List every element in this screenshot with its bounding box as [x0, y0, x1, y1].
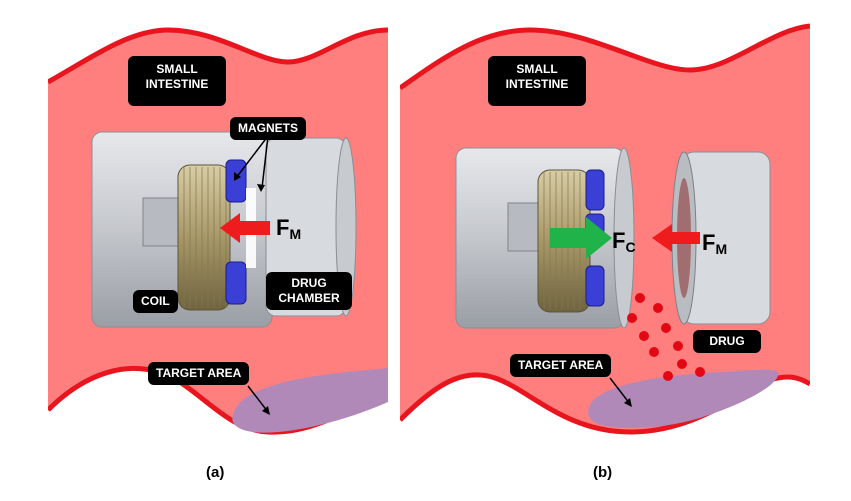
target-area-label-a: TARGET AREA: [148, 362, 250, 385]
force-arrow-magnetic-a: [220, 213, 270, 243]
magnets-label: MAGNETS: [230, 117, 306, 140]
panel-b-illustration: [400, 23, 810, 455]
coil-a: [177, 164, 231, 311]
force-arrow-magnetic-b: [652, 224, 700, 252]
target-area-label-b: TARGET AREA: [510, 354, 612, 377]
caption-a: (a): [206, 464, 225, 481]
force-coil-symbol: F: [612, 228, 626, 253]
drug-particles: [627, 293, 705, 381]
target-area-b: [588, 369, 779, 428]
magnet-top-a: [225, 159, 247, 203]
target-area-a: [232, 368, 388, 433]
caption-b: (b): [593, 464, 613, 481]
force-coil-label: FC: [612, 228, 636, 255]
force-arrow-coil: [550, 217, 612, 259]
force-magnetic-symbol-a: F: [276, 215, 290, 240]
force-coil-subscript: C: [625, 239, 636, 255]
magnet-top-b: [585, 169, 605, 211]
small-intestine-label-b: SMALL INTESTINE: [488, 56, 586, 106]
panel-b: SMALL INTESTINE TARGET AREA DRUG FC FM: [400, 0, 810, 455]
coil-label: COIL: [133, 290, 178, 313]
force-magnetic-label-b: FM: [702, 230, 727, 257]
force-magnetic-subscript-a: M: [289, 226, 302, 242]
panel-a: SMALL INTESTINE MAGNETS COIL DRUG CHAMBE…: [48, 0, 388, 455]
magnet-bottom-a: [225, 261, 247, 305]
force-magnetic-symbol-b: F: [702, 230, 716, 255]
drug-label: DRUG: [693, 330, 761, 353]
small-intestine-label-a: SMALL INTESTINE: [128, 56, 226, 106]
drug-chamber-label: DRUG CHAMBER: [266, 272, 352, 310]
magnet-bottom-b: [585, 265, 605, 307]
force-magnetic-label-a: FM: [276, 215, 301, 242]
force-magnetic-subscript-b: M: [715, 241, 728, 257]
